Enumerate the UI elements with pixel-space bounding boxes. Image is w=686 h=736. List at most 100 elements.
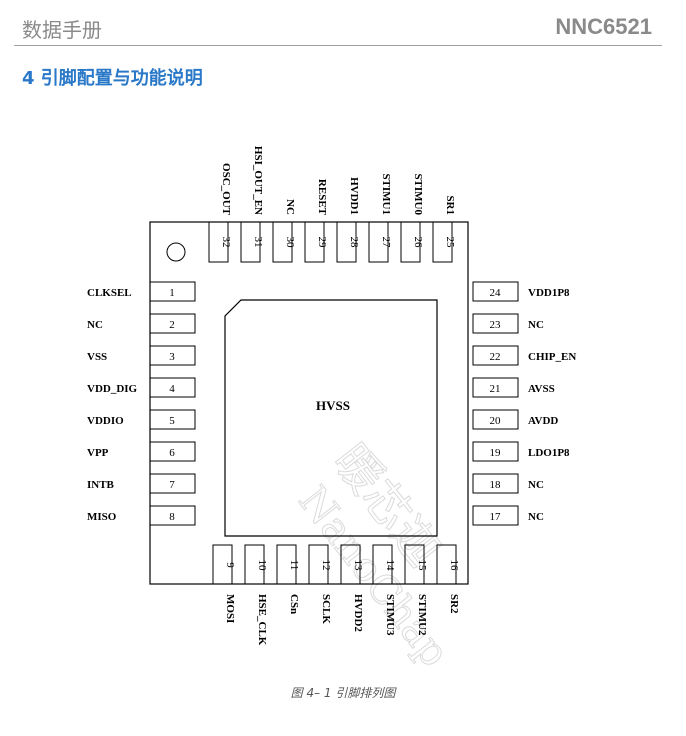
pin-name-29: RESET	[316, 179, 328, 216]
pin-box-10	[244, 544, 265, 585]
pin-name-8: MISO	[87, 511, 117, 523]
pin-name-26: STIMU0	[412, 173, 424, 215]
pin-number-30: 30	[284, 237, 296, 249]
pin-number-29: 29	[316, 237, 328, 249]
pin-number-31: 31	[252, 237, 264, 248]
pin-box-24	[472, 281, 519, 302]
watermark: 暖芯迦 NanoChap	[289, 433, 458, 676]
pin-number-16: 16	[448, 560, 460, 572]
pin-name-16: SR2	[448, 594, 460, 614]
pin-box-3	[149, 345, 196, 366]
pin-name-1: CLKSEL	[87, 287, 132, 299]
pin-name-24: VDD1P8	[528, 287, 570, 299]
pin-box-25	[432, 221, 453, 263]
pin-name-11: CSn	[288, 594, 300, 614]
pin-name-9: MOSI	[224, 594, 236, 623]
pin-number-14: 14	[384, 560, 396, 572]
pin-number-5: 5	[169, 415, 175, 427]
pin-number-11: 11	[288, 560, 300, 571]
pin-number-3: 3	[169, 351, 175, 363]
section-title: 4 引脚配置与功能说明	[22, 68, 203, 89]
pin-box-16	[436, 544, 457, 585]
pin-box-8	[149, 505, 196, 526]
pin-name-2: NC	[87, 319, 103, 331]
pin-number-21: 21	[490, 383, 501, 395]
pin-number-27: 27	[380, 237, 392, 249]
pin-name-12: SCLK	[320, 594, 332, 624]
pin-number-8: 8	[169, 511, 175, 523]
pin-number-17: 17	[490, 511, 502, 523]
pin-box-1	[149, 281, 196, 302]
pin-number-23: 23	[490, 319, 502, 331]
pin-box-26	[400, 221, 421, 263]
pin-box-19	[472, 441, 519, 462]
pin-number-25: 25	[444, 237, 456, 249]
pin-number-12: 12	[320, 560, 332, 571]
figure-caption: 图 4– 1 引脚排列图	[290, 686, 396, 700]
pin-number-7: 7	[169, 479, 175, 491]
pin-number-26: 26	[412, 237, 424, 249]
pin-box-12	[308, 544, 329, 585]
pin-name-10: HSE_CLK	[256, 594, 268, 646]
pin-box-31	[240, 221, 261, 263]
pin-name-21: AVSS	[528, 383, 555, 395]
pin-name-19: LDO1P8	[528, 447, 570, 459]
pin-box-9	[212, 544, 233, 585]
part-number-header: NNC6521	[555, 14, 652, 39]
pin-number-18: 18	[490, 479, 502, 491]
pin-box-7	[149, 473, 196, 494]
pin-name-14: STIMU3	[384, 594, 396, 636]
pin-name-27: STIMU1	[380, 173, 392, 215]
pin-box-18	[472, 473, 519, 494]
pin-number-9: 9	[224, 562, 236, 568]
pin-number-13: 13	[352, 560, 364, 572]
pin-number-24: 24	[490, 287, 502, 299]
pin-box-20	[472, 409, 519, 430]
pin-box-14	[372, 544, 393, 585]
pin-name-6: VPP	[87, 447, 109, 459]
exposed-pad	[224, 299, 438, 537]
pin-number-10: 10	[256, 560, 268, 572]
pin-name-25: SR1	[444, 195, 456, 215]
pin-name-3: VSS	[87, 351, 107, 363]
pin-name-20: AVDD	[528, 415, 558, 427]
pin-box-4	[149, 377, 196, 398]
pin-name-13: HVDD2	[352, 594, 364, 632]
pin-box-13	[340, 544, 361, 585]
pin-box-15	[404, 544, 425, 585]
pin-name-30: NC	[284, 199, 296, 215]
pin-number-15: 15	[416, 560, 428, 572]
pin-box-21	[472, 377, 519, 398]
pin-number-1: 1	[169, 287, 175, 299]
pin-number-4: 4	[169, 383, 175, 395]
pin-number-6: 6	[169, 447, 175, 459]
pin-number-28: 28	[348, 237, 360, 249]
pins-group: 1CLKSEL2NC3VSS4VDD_DIG5VDDIO6VPP7INTB8MI…	[87, 146, 576, 646]
pin-number-2: 2	[169, 319, 175, 331]
pin1-marker	[166, 242, 186, 262]
pin-name-23: NC	[528, 319, 544, 331]
pin-box-28	[336, 221, 357, 263]
pin-box-23	[472, 313, 519, 334]
pin-number-19: 19	[490, 447, 502, 459]
pin-box-27	[368, 221, 389, 263]
pin-box-17	[472, 505, 519, 526]
pin-name-15: STIMU2	[416, 594, 428, 636]
pin-box-5	[149, 409, 196, 430]
pin-name-22: CHIP_EN	[528, 351, 576, 363]
pin-box-6	[149, 441, 196, 462]
pin-box-2	[149, 313, 196, 334]
pin-name-17: NC	[528, 511, 544, 523]
pin-name-7: INTB	[87, 479, 115, 491]
pin-name-28: HVDD1	[348, 177, 360, 215]
pin-box-29	[304, 221, 325, 263]
pin-name-5: VDDIO	[87, 415, 124, 427]
pin-name-32: OSC_OUT	[220, 163, 232, 216]
pin-box-11	[276, 544, 297, 585]
pin-name-18: NC	[528, 479, 544, 491]
pin-box-22	[472, 345, 519, 366]
pin-name-4: VDD_DIG	[87, 383, 138, 395]
pin-box-30	[272, 221, 293, 263]
exposed-pad-label: HVSS	[316, 398, 350, 413]
